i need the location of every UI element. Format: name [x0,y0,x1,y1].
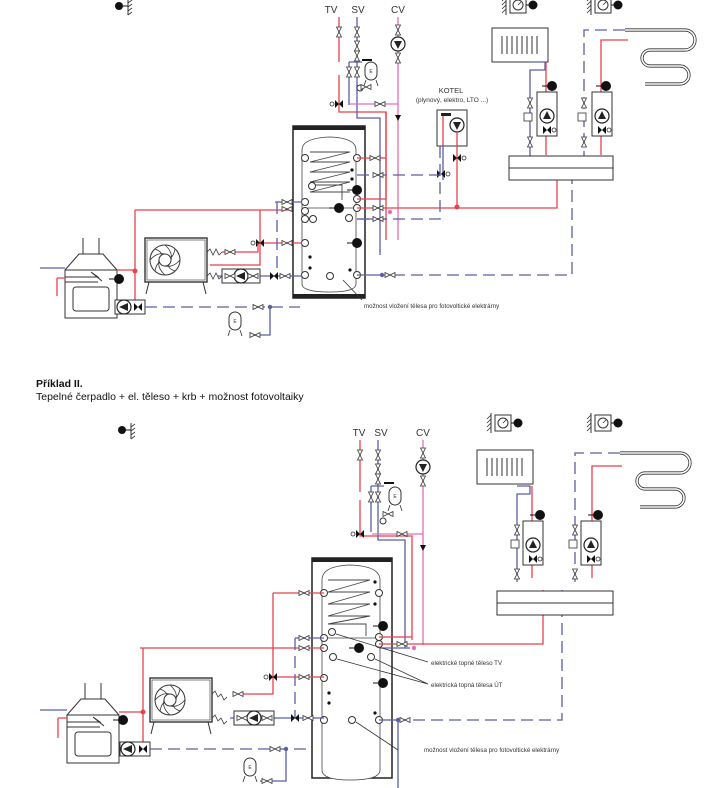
distributor [508,155,614,181]
room-thermostat-4 [586,412,623,434]
label-sv-2: SV [374,428,388,439]
label-sv: SV [351,5,365,16]
example-subtitle: Tepelné čerpadlo + el. těleso + krb + mo… [36,391,304,403]
annotation-ut-heaters: elektrická topná tělesa ÚT [431,682,503,689]
annotation-pv-2: možnost vložení tělesa pro fotovoltické … [424,747,560,754]
label-tv-2: TV [353,428,366,439]
storage-tank-2 [311,557,393,781]
heat-pump [144,237,208,295]
radiator-2 [476,449,534,485]
example-heading: Příklad II. Tepelné čerpadlo + el. těles… [36,378,304,404]
boiler-sublabel: (plynový, elektro, LTO ...) [416,97,488,104]
room-thermostat-1 [501,0,538,16]
label-tv: TV [325,5,338,16]
label-cv: CV [391,5,405,16]
label-cv-2: CV [416,428,430,439]
outdoor-sensor-icon-2 [118,423,136,440]
room-thermostat-2 [586,0,623,16]
fireplace [64,237,118,319]
storage-tank [292,125,366,299]
heat-pump-2 [149,677,213,735]
distributor-2 [496,590,614,616]
floor-heating [623,28,697,86]
annotation-pv-1: možnost vložení tělesa pro fotovoltické … [364,303,500,310]
floor-heating-2 [618,451,692,509]
example-title: Příklad II. [36,378,83,390]
radiator [491,27,549,63]
room-thermostat-3 [486,412,523,434]
diagram-2: TV SV CV [40,412,692,788]
outdoor-sensor-icon [115,0,133,16]
diagram-1: TV SV CV KOTEL (plynový, elektro, LTO ..… [40,0,697,338]
fireplace-2 [66,682,120,764]
boiler-label: KOTEL [439,86,464,95]
boiler [436,109,468,207]
annotation-tv-heater: elektrické topné těleso TV [431,660,503,667]
